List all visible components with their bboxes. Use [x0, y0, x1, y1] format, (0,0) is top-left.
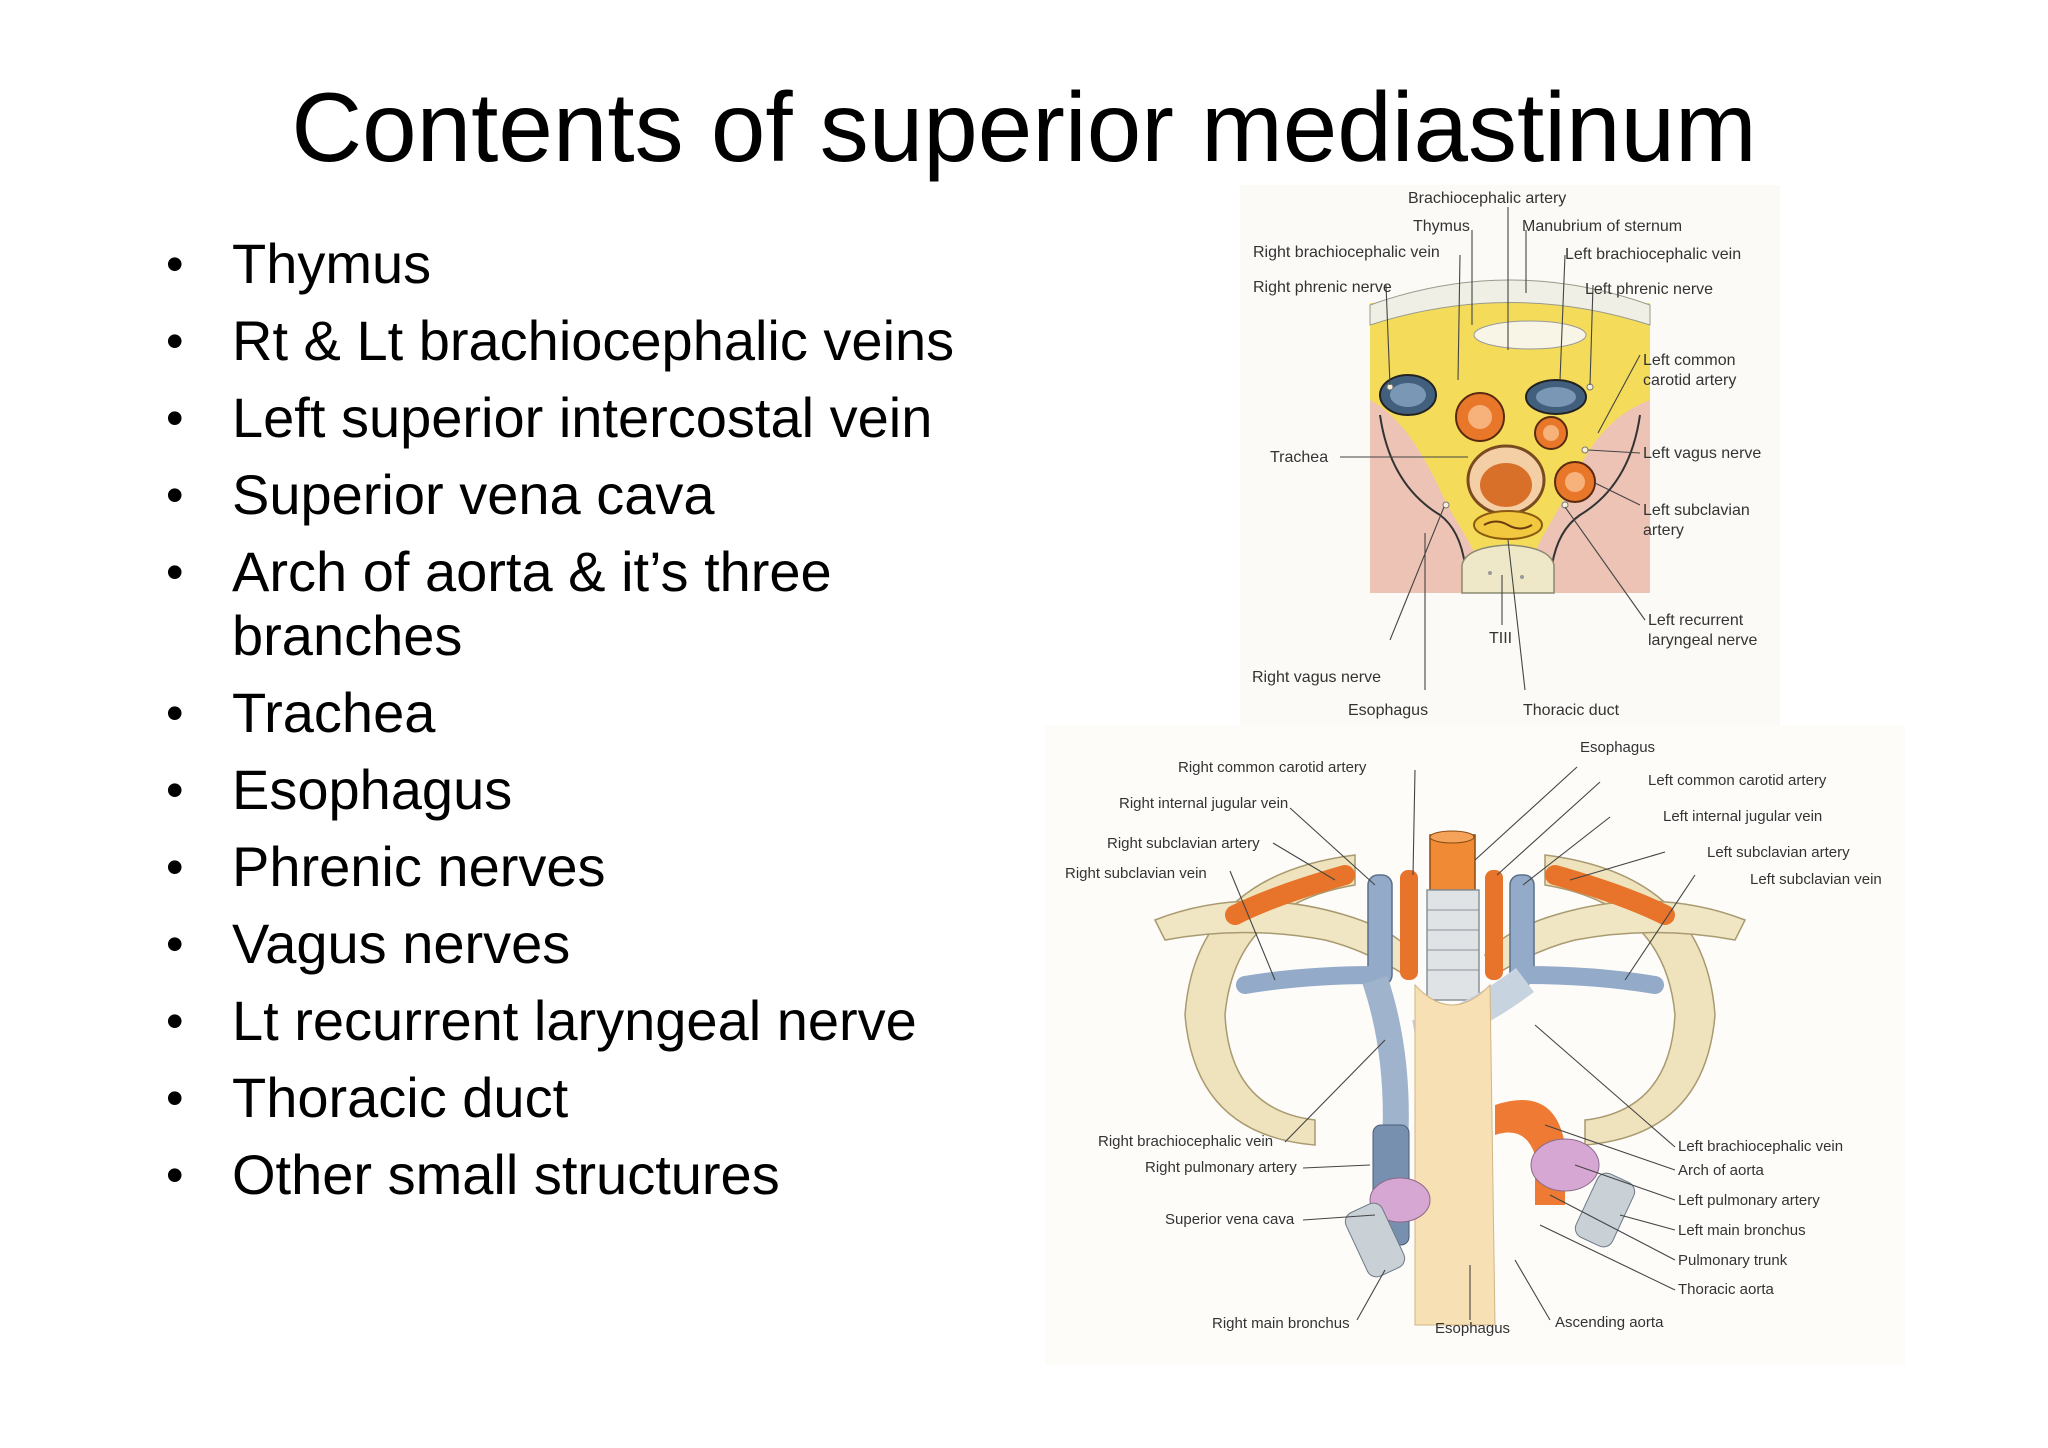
- label-left-vagus-nerve: Left vagus nerve: [1643, 445, 1761, 462]
- label-left-common-carotid-2: carotid artery: [1643, 372, 1736, 389]
- label-thymus: Thymus: [1413, 218, 1470, 235]
- label-left-phrenic-nerve: Left phrenic nerve: [1585, 281, 1713, 298]
- slide-title: Contents of superior mediastinum: [291, 72, 1757, 182]
- label-left-subclavian-vein: Left subclavian vein: [1750, 871, 1882, 888]
- bullet-item: Esophagus: [160, 758, 1010, 822]
- label-right-vagus-nerve: Right vagus nerve: [1252, 669, 1381, 686]
- label-superior-vena-cava: Superior vena cava: [1165, 1211, 1295, 1228]
- label-left-subclavian-2: artery: [1643, 522, 1684, 539]
- label-manubrium: Manubrium of sternum: [1522, 218, 1682, 235]
- label-left-internal-jugular: Left internal jugular vein: [1663, 808, 1822, 825]
- bullet-item: Phrenic nerves: [160, 835, 1010, 899]
- bullet-item: Thoracic duct: [160, 1066, 1010, 1130]
- bullet-item: Rt & Lt brachiocephalic veins: [160, 309, 1010, 373]
- label-trachea: Trachea: [1270, 449, 1328, 466]
- label-right-main-bronchus: Right main bronchus: [1212, 1315, 1350, 1332]
- bullet-list: Thymus Rt & Lt brachiocephalic veins Lef…: [160, 232, 1010, 1220]
- label-left-recurrent-2: laryngeal nerve: [1648, 632, 1758, 649]
- label-tiii: TIII: [1489, 630, 1512, 647]
- label-esophagus: Esophagus: [1348, 702, 1428, 719]
- label-right-pulmonary-artery: Right pulmonary artery: [1145, 1159, 1297, 1176]
- label-left-main-bronchus: Left main bronchus: [1678, 1222, 1806, 1239]
- anterior-view-illustration: Esophagus Right common carotid artery Le…: [1045, 725, 1905, 1365]
- label-right-brachiocephalic-vein: Right brachiocephalic vein: [1098, 1133, 1273, 1150]
- label-left-common-carotid-1: Left common: [1643, 352, 1735, 369]
- label-thoracic-duct: Thoracic duct: [1523, 702, 1620, 719]
- label-left-brachiocephalic-vein: Left brachiocephalic vein: [1565, 246, 1741, 263]
- anterior-view-figure: Esophagus Right common carotid artery Le…: [1045, 725, 1905, 1365]
- label-esophagus-top: Esophagus: [1580, 739, 1655, 756]
- label-arch-of-aorta: Arch of aorta: [1678, 1162, 1765, 1179]
- cross-section-figure: Brachiocephalic artery Thymus Manubrium …: [1240, 185, 1780, 725]
- label-left-common-carotid: Left common carotid artery: [1648, 772, 1827, 789]
- bullet-item: Other small structures: [160, 1143, 1010, 1207]
- label-brachiocephalic-artery: Brachiocephalic artery: [1408, 190, 1566, 207]
- label-left-subclavian-artery: Left subclavian artery: [1707, 844, 1850, 861]
- label-right-brachiocephalic-vein: Right brachiocephalic vein: [1253, 244, 1440, 261]
- label-right-subclavian-vein: Right subclavian vein: [1065, 865, 1207, 882]
- bullet-item: Lt recurrent laryngeal nerve: [160, 989, 1010, 1053]
- cross-section-illustration: Brachiocephalic artery Thymus Manubrium …: [1240, 185, 1780, 725]
- label-right-common-carotid: Right common carotid artery: [1178, 759, 1367, 776]
- label-esophagus-bottom: Esophagus: [1435, 1320, 1510, 1337]
- label-left-pulmonary-artery: Left pulmonary artery: [1678, 1192, 1820, 1209]
- label-right-internal-jugular: Right internal jugular vein: [1119, 795, 1288, 812]
- bullet-item: Arch of aorta & it’s three branches: [160, 540, 1010, 668]
- label-right-subclavian-artery: Right subclavian artery: [1107, 835, 1260, 852]
- label-left-subclavian-1: Left subclavian: [1643, 502, 1750, 519]
- label-right-phrenic-nerve: Right phrenic nerve: [1253, 279, 1392, 296]
- label-pulmonary-trunk: Pulmonary trunk: [1678, 1252, 1788, 1269]
- bullet-item: Trachea: [160, 681, 1010, 745]
- label-left-brachiocephalic-vein: Left brachiocephalic vein: [1678, 1138, 1843, 1155]
- label-ascending-aorta: Ascending aorta: [1555, 1314, 1664, 1331]
- bullet-item: Vagus nerves: [160, 912, 1010, 976]
- label-thoracic-aorta: Thoracic aorta: [1678, 1281, 1775, 1298]
- bullet-item: Thymus: [160, 232, 1010, 296]
- bullet-item: Left superior intercostal vein: [160, 386, 1010, 450]
- label-left-recurrent-1: Left recurrent: [1648, 612, 1744, 629]
- bullet-item: Superior vena cava: [160, 463, 1010, 527]
